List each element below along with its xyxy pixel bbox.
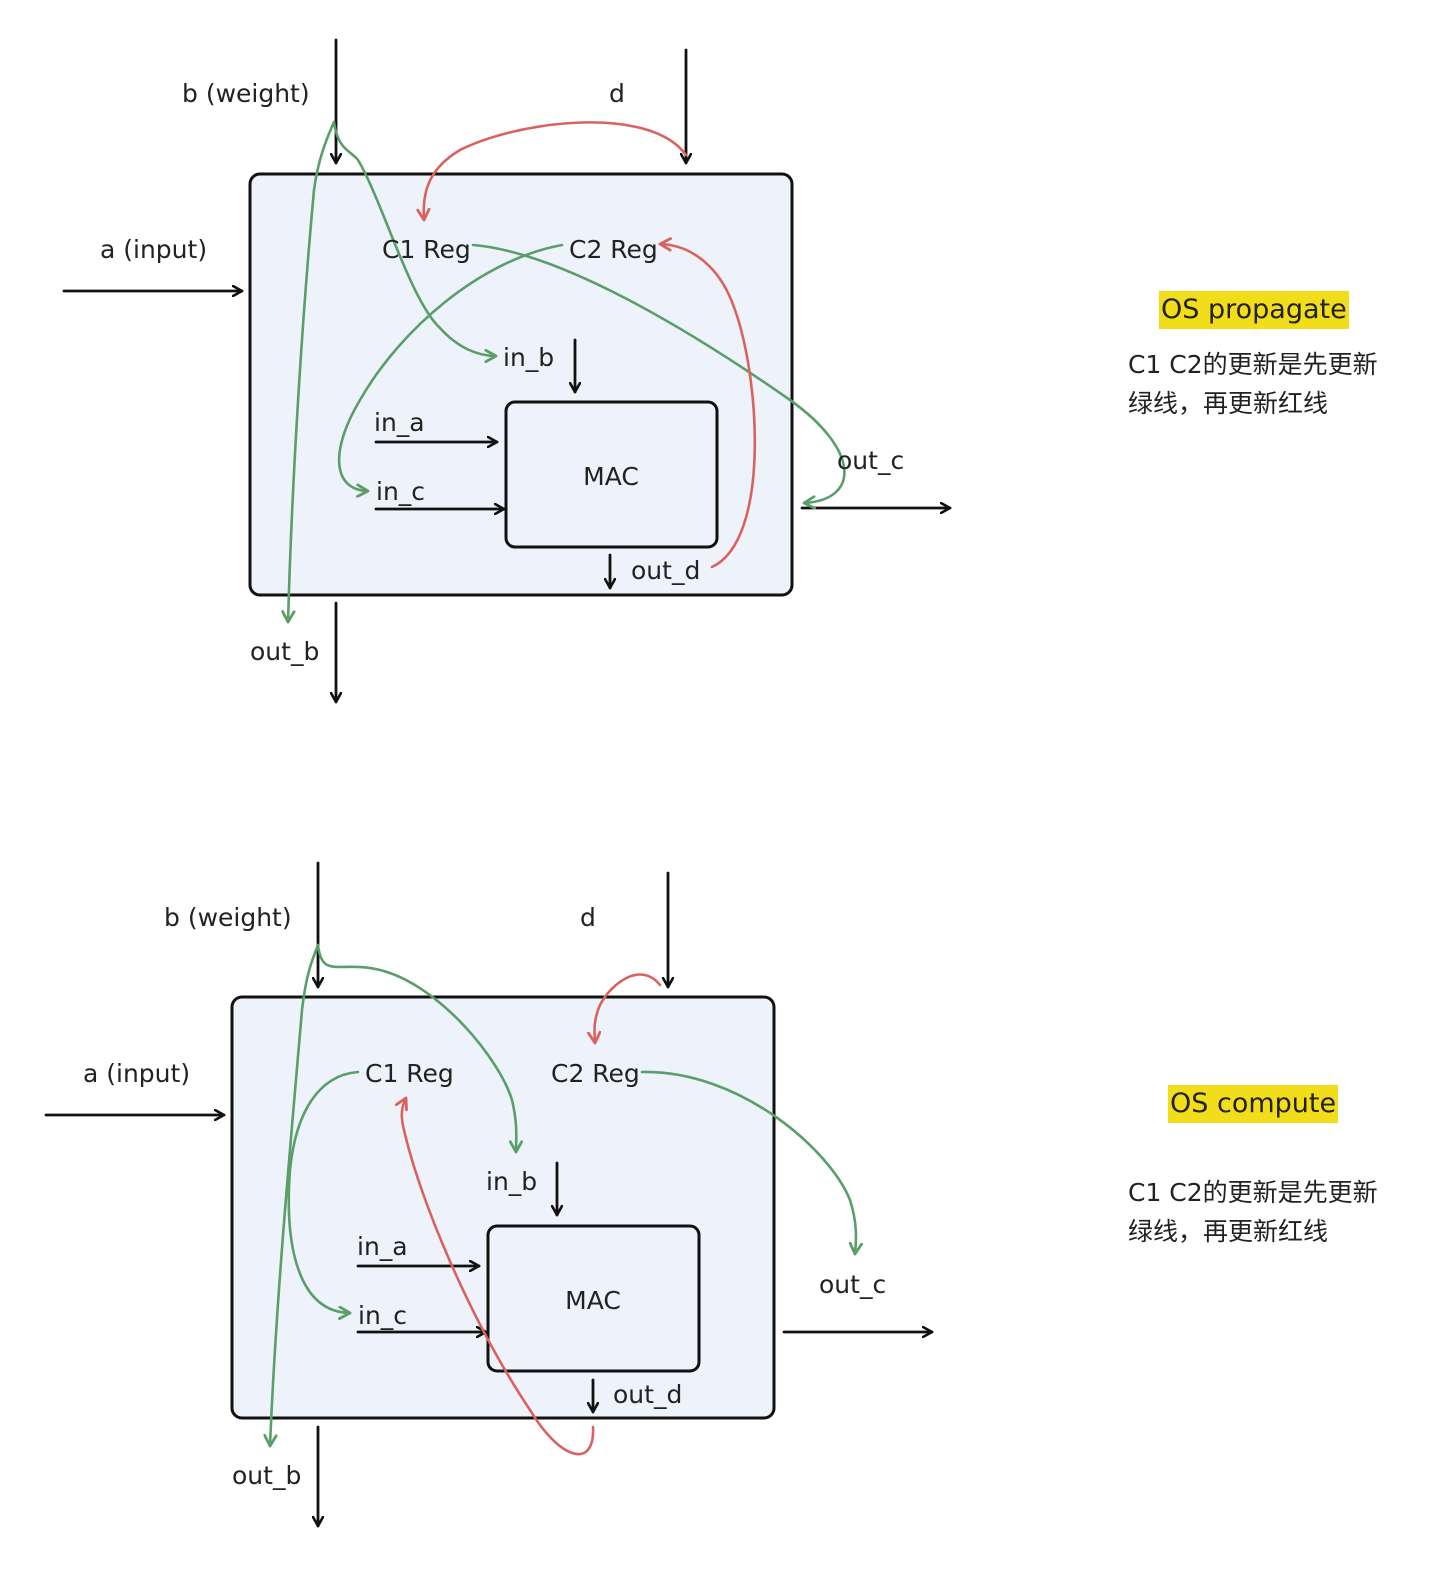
label-in-c: in_c: [376, 477, 425, 506]
label-a-input: a (input): [83, 1059, 190, 1088]
green-c1-to-in-c: [287, 1070, 360, 1313]
label-in-c: in_c: [358, 1301, 407, 1330]
label-c1-reg: C1 Reg: [382, 235, 471, 264]
label-b-weight: b (weight): [164, 903, 292, 932]
note-line-1: C1 C2的更新是先更新: [1128, 1178, 1378, 1207]
red-d-to-c2: [595, 973, 662, 1043]
label-out-c: out_c: [819, 1270, 886, 1299]
label-c2-reg: C2 Reg: [569, 235, 658, 264]
mac-box: [504, 400, 719, 549]
red-out-d-to-c1: [402, 1098, 595, 1456]
label-mac: MAC: [565, 1286, 621, 1315]
green-b-to-in-b: [332, 120, 496, 356]
label-out-d: out_d: [613, 1380, 682, 1409]
label-c2-reg: C2 Reg: [551, 1059, 640, 1088]
panel-os-compute: b (weight) d a (input) C1 Reg C2 Reg in_…: [44, 861, 934, 1528]
label-out-c: out_c: [837, 446, 904, 475]
label-d: d: [609, 79, 625, 108]
label-c1-reg: C1 Reg: [365, 1059, 454, 1088]
green-c1-to-out-c: [471, 243, 846, 503]
green-c2-to-out-c: [640, 1070, 856, 1254]
note-panel-propagate: OS propagate C1 C2的更新是先更新 绿线，再更新红线: [1128, 291, 1428, 423]
note-line-2: 绿线，再更新红线: [1128, 389, 1329, 418]
note-line-1: C1 C2的更新是先更新: [1128, 350, 1378, 379]
label-in-b: in_b: [503, 343, 554, 372]
label-out-b: out_b: [232, 1461, 301, 1490]
label-in-b: in_b: [486, 1167, 537, 1196]
mode-tag-os-propagate: OS propagate: [1159, 291, 1349, 329]
label-a-input: a (input): [100, 235, 207, 264]
note-line-2: 绿线，再更新红线: [1128, 1217, 1329, 1246]
green-c2-to-in-c: [337, 243, 564, 491]
label-out-d: out_d: [631, 556, 700, 585]
green-b-to-in-b: [316, 943, 516, 1152]
label-in-a: in_a: [357, 1232, 408, 1261]
label-in-a: in_a: [374, 408, 425, 437]
label-b-weight: b (weight): [182, 79, 310, 108]
label-out-b: out_b: [250, 637, 319, 666]
mac-box: [486, 1224, 701, 1373]
note-panel-compute: OS compute C1 C2的更新是先更新 绿线，再更新红线: [1128, 1085, 1428, 1251]
red-d-to-c1: [424, 121, 688, 220]
mode-tag-os-compute: OS compute: [1168, 1085, 1339, 1123]
red-out-d-to-c2: [660, 244, 757, 569]
panel-os-propagate: b (weight) d a (input) C1 Reg C2 Reg in_…: [62, 38, 952, 704]
green-b-to-out-b: [288, 120, 336, 622]
green-b-to-out-b: [270, 943, 320, 1446]
label-mac: MAC: [583, 462, 639, 491]
label-d: d: [580, 903, 596, 932]
